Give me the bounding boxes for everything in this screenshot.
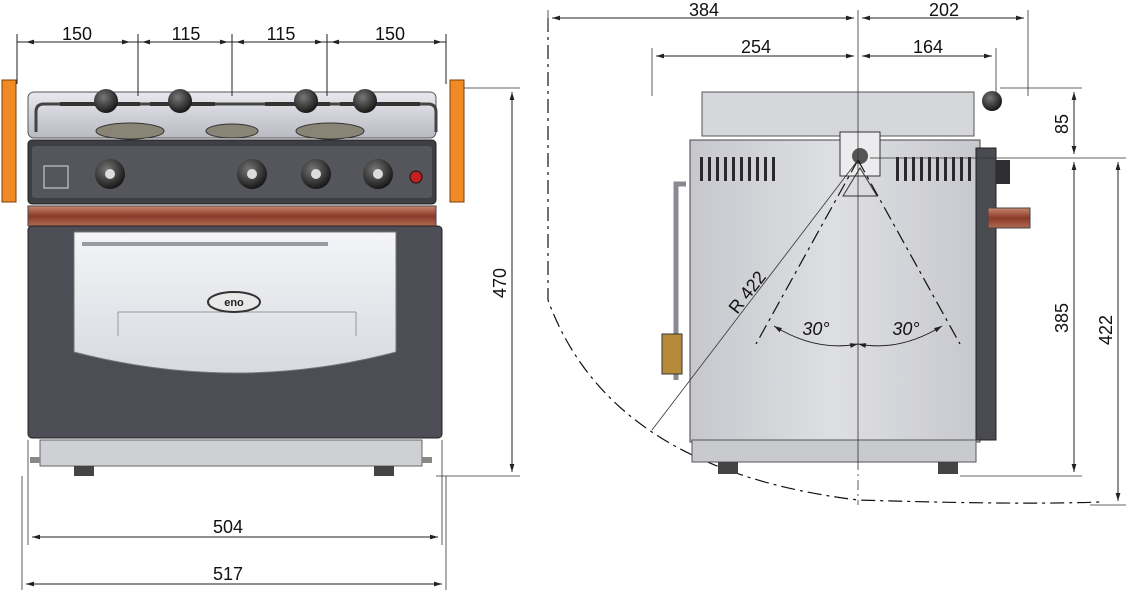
ignition-button — [409, 170, 423, 184]
height-dimension: 470 — [436, 87, 520, 477]
dim-height-body: 385 — [1052, 303, 1072, 333]
dim-spacing-3: 115 — [267, 24, 296, 44]
side-rail — [701, 91, 975, 137]
rail-knobs — [94, 89, 377, 113]
oven-base — [30, 439, 432, 476]
dim-spacing-2: 115 — [172, 24, 201, 44]
side-body — [689, 139, 981, 443]
brand-badge — [207, 291, 261, 313]
dim-width-outer: 517 — [213, 564, 243, 584]
dim-depth-left: 254 — [741, 37, 771, 57]
left-gimbal-bracket — [1, 79, 17, 203]
side-knob — [982, 91, 1002, 111]
angle-left-label: 30° — [802, 319, 829, 339]
swing-radius-arc — [547, 18, 1101, 504]
angle-right-label: 30° — [892, 319, 919, 339]
front-view: eno 150 115 115 150 — [1, 24, 520, 590]
dim-depth-top-left: 384 — [689, 0, 719, 20]
gas-fitting — [661, 333, 683, 375]
oven-door: eno — [27, 225, 443, 439]
side-base — [691, 439, 977, 463]
dim-depth-right: 164 — [913, 37, 943, 57]
dim-height-top: 85 — [1052, 114, 1072, 134]
door-handle-strip — [27, 205, 437, 227]
dim-height-total: 422 — [1096, 315, 1116, 345]
width-dimensions: 504 517 — [21, 440, 447, 590]
side-view: 30° 30° R 422 384 202 254 164 — [547, 0, 1126, 506]
pivot-bracket — [839, 131, 881, 197]
burner-spacing-dimensions: 150 115 115 150 — [16, 24, 447, 96]
brand-badge-text: eno — [224, 297, 244, 309]
vent-slots — [700, 157, 971, 181]
side-control-knob — [996, 160, 1010, 184]
dim-spacing-1: 150 — [62, 24, 92, 44]
side-top-dimensions: 384 202 254 164 — [547, 0, 1029, 96]
control-panel — [27, 139, 437, 205]
side-handle — [987, 207, 1031, 229]
dim-width-inner: 504 — [213, 517, 243, 537]
right-gimbal-bracket — [449, 79, 465, 203]
gas-pipe — [673, 181, 686, 380]
dim-depth-top-right: 202 — [929, 0, 959, 20]
side-front-panel — [975, 147, 997, 441]
dim-spacing-4: 150 — [375, 24, 405, 44]
burners — [95, 122, 365, 140]
dim-height: 470 — [490, 268, 510, 298]
side-height-dimensions: 85 385 422 — [870, 87, 1126, 506]
